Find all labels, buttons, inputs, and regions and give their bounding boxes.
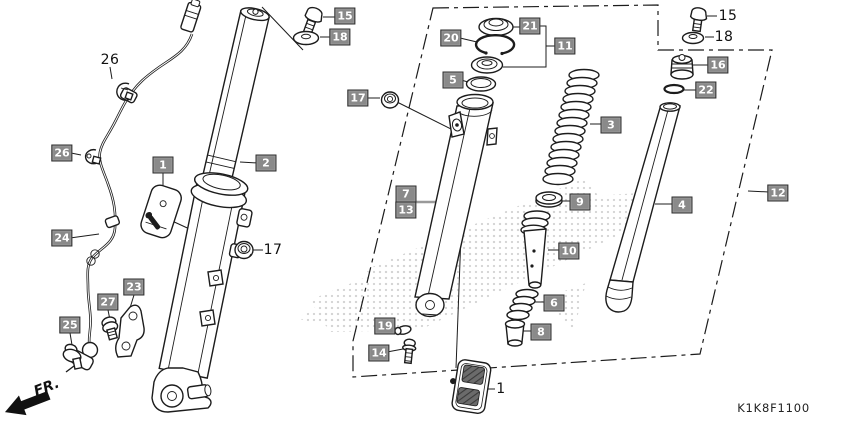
- part-24-wheel-sensor-wire: [65, 0, 202, 373]
- part-26-wire-clip-lower: [84, 148, 102, 165]
- part-22-o-ring: [663, 83, 685, 95]
- part-21-dust-seal: [478, 17, 514, 37]
- part-3-fork-spring: [542, 68, 600, 186]
- callout-boxed-27: 27: [97, 293, 119, 311]
- part-18-sealing-washer-right: [681, 31, 705, 45]
- callout-boxed-12: 12: [767, 184, 789, 202]
- part-14-flange-bolt: [402, 338, 417, 365]
- callout-plain-15: 15: [718, 8, 738, 24]
- callout-boxed-22: 22: [695, 81, 717, 99]
- watermark-wing: [295, 178, 655, 332]
- part-23-sensor-bracket: [115, 304, 145, 358]
- callout-plain-1: 1: [496, 381, 506, 397]
- fr-label: FR.: [32, 376, 62, 400]
- callout-boxed-10: 10: [558, 242, 580, 260]
- callout-boxed-15: 15: [334, 7, 356, 25]
- callout-boxed-3: 3: [600, 116, 622, 134]
- callout-boxed-26: 26: [51, 144, 73, 162]
- callout-boxed-16: 16: [707, 56, 729, 74]
- callout-plain-26: 26: [100, 52, 120, 68]
- part-9-spring-collar: [535, 191, 563, 208]
- part-19-joint: [394, 325, 412, 336]
- part-5-backup-ring: [465, 76, 497, 92]
- callout-boxed-2: 2: [255, 154, 277, 172]
- callout-boxed-6: 6: [543, 294, 565, 312]
- fr-direction-arrow: FR.: [4, 376, 62, 416]
- callout-boxed-9: 9: [569, 193, 591, 211]
- part-27-flange-bolt: [101, 316, 119, 341]
- callout-boxed-14: 14: [368, 344, 390, 362]
- part-15-socket-bolt-left: [302, 6, 323, 36]
- part-15-socket-bolt-right: [689, 7, 708, 33]
- part-7-fork-slider: [414, 93, 498, 318]
- sensor-connector: [180, 0, 202, 33]
- callout-boxed-17: 17: [347, 89, 369, 107]
- part-17-lock-nut: [380, 91, 400, 109]
- part-8-oil-lock-piece: [504, 319, 526, 347]
- group-boundary-dashed: [352, 4, 773, 378]
- callout-boxed-24: 24: [51, 229, 73, 247]
- part-25-sensor-bolt: [62, 343, 83, 370]
- callout-boxed-8: 8: [530, 323, 552, 341]
- diagram-code: K1K8F1100: [737, 401, 810, 415]
- callout-boxed-20: 20: [440, 29, 462, 47]
- part-10-damper-rod: [520, 210, 551, 289]
- callout-plain-18: 18: [714, 29, 734, 45]
- callout-boxed-5: 5: [442, 71, 464, 89]
- part-6-rebound-spring: [506, 288, 539, 321]
- callout-boxed-18: 18: [329, 28, 351, 46]
- callout-boxed-11: 11: [554, 37, 576, 55]
- part-1-reflector-bottom: [450, 359, 492, 415]
- part-17-pinch-nut-left: [234, 240, 254, 260]
- part-1-reflector-left: [140, 184, 182, 239]
- callout-boxed-1: 1: [152, 156, 174, 174]
- part-4-fork-pipe: [605, 102, 681, 313]
- callout-boxed-13: 13: [395, 201, 417, 219]
- part-16-fork-bolt: [670, 54, 694, 80]
- callout-boxed-25: 25: [59, 316, 81, 334]
- callout-boxed-21: 21: [519, 17, 541, 35]
- callout-boxed-19: 19: [374, 317, 396, 335]
- callout-plain-17: 17: [263, 242, 283, 258]
- part-20-stopper-ring: [474, 33, 516, 56]
- callout-boxed-7: 7: [395, 185, 417, 203]
- part-18-sealing-washer-left: [292, 30, 320, 46]
- callout-boxed-4: 4: [671, 196, 693, 214]
- part-26-wire-clip-upper: [116, 82, 134, 101]
- callout-boxed-23: 23: [123, 278, 145, 296]
- part-11-oil-seal: [470, 56, 504, 74]
